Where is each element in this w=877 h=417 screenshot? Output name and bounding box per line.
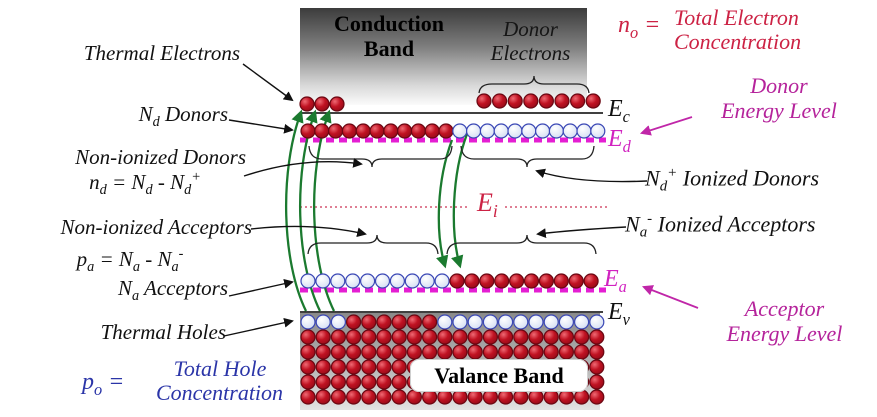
donor-level-dots [300, 123, 606, 139]
electron-dot [397, 123, 413, 139]
electron-transition-arrows [284, 109, 469, 312]
electron-dot [449, 273, 465, 289]
ionized-acceptors-arrow [536, 226, 627, 238]
electron-dot [568, 273, 584, 289]
hole-dot [419, 273, 435, 289]
hole-dot [548, 123, 565, 139]
ionized-acceptors-label: Na- Ionized Acceptors [625, 211, 816, 241]
nd-donors-arrow [228, 119, 294, 134]
ea-label: Ea [604, 266, 627, 296]
hole-dot [507, 123, 523, 139]
ec-label: Ec [608, 96, 630, 126]
no-symbol: no = [618, 12, 661, 42]
hole-dot [315, 273, 331, 289]
hole-dot [590, 123, 606, 139]
hole-dot [493, 123, 509, 139]
thermal-excitation-arrow [284, 109, 308, 312]
electron-dot [479, 273, 495, 289]
hole-dot [434, 273, 450, 289]
na-acceptors-label: Na Acceptors [118, 276, 228, 305]
na-acceptors-arrow [228, 278, 294, 297]
conduction-band-title-line1: Conduction [333, 11, 445, 36]
no-line2: Concentration [674, 29, 802, 54]
donor-to-acceptor-arrow [451, 133, 469, 269]
electron-dot [341, 123, 357, 139]
conduction-band-title-line2: Band [363, 35, 415, 61]
thermal-holes-label: Thermal Holes [100, 320, 226, 344]
electron-dot [410, 123, 426, 139]
non-ionized-acceptors-label: Non-ionized Acceptors [60, 215, 252, 239]
hole-dot [562, 123, 578, 139]
electron-dot [355, 123, 371, 139]
hole-dot [452, 123, 468, 139]
electron-dot [523, 273, 540, 289]
hole-dot [576, 123, 592, 139]
ionized-donors-arrow [535, 168, 648, 183]
electron-dot [328, 123, 344, 139]
po-line2: Concentration [155, 380, 284, 405]
electron-dot [553, 273, 569, 289]
ionized-donors-brace [460, 145, 595, 168]
ionized-acceptors-brace [446, 234, 597, 255]
electron-dot [538, 273, 555, 289]
thermal-excitation-arrow [312, 109, 336, 312]
electron-dot [585, 93, 601, 109]
po-symbol: po = [82, 369, 125, 399]
hole-dot [330, 273, 346, 289]
electron-dot [494, 273, 510, 289]
non-ionized-donors-brace [308, 145, 453, 168]
acceptor-level-dots [300, 273, 599, 289]
hole-dot [389, 273, 405, 289]
acceptor-energy-level-arrow [641, 285, 699, 309]
hole-dot [521, 123, 537, 139]
po-line1: Total Hole [173, 356, 267, 381]
electron-dot [314, 123, 330, 139]
non-ionized-acceptors-arrow [250, 225, 367, 238]
non-ionized-acceptors-brace [307, 234, 439, 255]
donor-to-acceptor-arrow [436, 139, 454, 269]
thermal-electrons-arrow [242, 63, 294, 102]
electron-dot [424, 123, 440, 139]
ev-label: Ev [608, 299, 630, 329]
electron-dot [464, 273, 480, 289]
donor-electrons-label: Donor Electrons [490, 17, 571, 65]
ionized-donors-label: Nd+ Ionized Donors [645, 165, 820, 195]
hole-dot [345, 273, 361, 289]
electron-dot [383, 123, 399, 139]
electron-dot [583, 273, 599, 289]
hole-dot [479, 123, 495, 139]
no-line1: Total Electron [674, 5, 799, 30]
hole-dot [534, 123, 551, 139]
non-ionized-donors-label: Non-ionized Donors [75, 145, 246, 169]
electron-dot [508, 273, 525, 289]
hole-dot [466, 123, 482, 139]
donor-energy-level-label: Donor Energy Level [721, 73, 837, 123]
nd-donors-label: Nd Donors [138, 102, 228, 131]
valence-band-title: Valance Band [410, 359, 588, 392]
nd-formula: nd = Nd - Nd+ [89, 169, 201, 199]
hole-dot [360, 273, 376, 289]
electron-dot [438, 123, 454, 139]
thermal-holes-arrow [223, 317, 294, 337]
electron-dot [369, 123, 385, 139]
electron-dot [300, 123, 316, 139]
conduction-band-title: Conduction Band [308, 11, 470, 61]
ei-label: Ei [470, 188, 505, 222]
acceptor-energy-level-label: Acceptor Energy Level [726, 296, 843, 346]
ed-label: Ed [608, 126, 631, 156]
thermal-electrons-label: Thermal Electrons [83, 41, 240, 65]
hole-dot [374, 273, 391, 289]
thermal-excitation-arrow [298, 109, 322, 312]
non-ionized-donors-arrow [243, 158, 363, 177]
pa-formula: pa = Na - Na- [76, 246, 184, 276]
donor-energy-level-arrow [639, 116, 693, 136]
hole-dot [404, 273, 420, 289]
hole-dot [300, 273, 316, 289]
